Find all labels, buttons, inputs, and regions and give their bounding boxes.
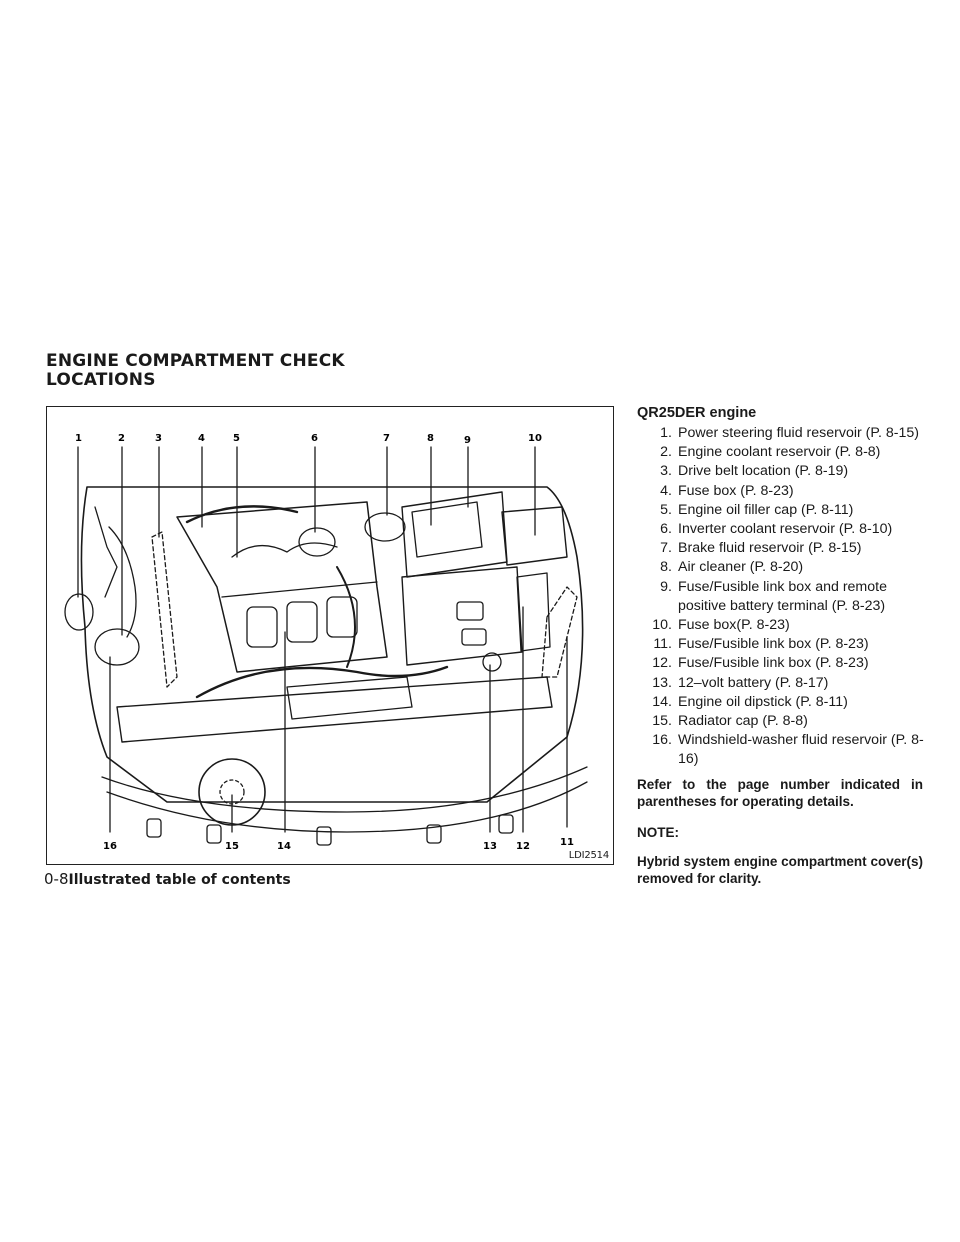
legend-item: 12. Fuse/Fusible link box (P. 8-23)	[636, 654, 926, 673]
legend-item-text: Engine oil dipstick (P. 8-11)	[678, 693, 848, 710]
callout-9: 9	[464, 435, 471, 446]
legend-item-number: 4.	[660, 482, 672, 499]
legend-item-number: 11.	[653, 636, 672, 653]
legend-item-number: 9.	[660, 578, 672, 595]
page-number: 0-8	[44, 870, 69, 888]
legend-item: 7. Brake fluid reservoir (P. 8-15)	[636, 539, 926, 558]
legend-item-text: Inverter coolant reservoir (P. 8-10)	[678, 521, 893, 538]
legend-item-text: Windshield-washer fluid reservoir (P. 8-…	[678, 732, 924, 768]
legend-item: 13. 12–volt battery (P. 8-17)	[636, 674, 926, 693]
callout-3: 3	[155, 433, 162, 444]
callout-16: 16	[103, 841, 117, 852]
legend-item-text: Engine coolant reservoir (P. 8-8)	[678, 444, 881, 461]
legend-item: 3. Drive belt location (P. 8-19)	[636, 462, 926, 481]
legend-item-number: 14.	[652, 693, 672, 710]
legend-item-number: 15.	[652, 713, 672, 730]
legend-list: 1. Power steering fluid reservoir (P. 8-1…	[636, 424, 926, 770]
section-title-line-2: LOCATIONS	[46, 370, 156, 390]
legend-item-number: 10.	[652, 617, 672, 634]
legend-item-text: Power steering fluid reservoir (P. 8-15)	[678, 425, 920, 441]
legend-item-text: Radiator cap (P. 8-8)	[678, 713, 808, 730]
legend-item-text: Fuse box (P. 8-23)	[678, 482, 794, 499]
page-footer: 0-8Illustrated table of contents	[44, 870, 291, 888]
callout-12: 12	[516, 841, 530, 852]
callout-6: 6	[311, 433, 318, 444]
legend-item: 11. Fuse/Fusible link box (P. 8-23)	[636, 635, 926, 654]
callout-14: 14	[277, 841, 291, 852]
legend-item-number: 7.	[660, 540, 672, 557]
legend-item: 4. Fuse box (P. 8-23)	[636, 482, 926, 501]
figure-code: LDI2514	[568, 850, 609, 861]
callout-10: 10	[528, 433, 542, 444]
legend-item-number: 8.	[660, 559, 672, 576]
legend-item-number: 16.	[652, 732, 672, 749]
callout-1: 1	[75, 433, 82, 444]
legend-item-text: 12–volt battery (P. 8-17)	[678, 674, 829, 691]
callout-13: 13	[483, 841, 497, 852]
note-label: NOTE:	[637, 824, 679, 840]
legend-item-text: Air cleaner (P. 8-20)	[678, 559, 804, 576]
callout-labels: 1 2 3 4 5 6 7 8 9 10 16 15 14 13 12 11	[75, 433, 574, 852]
legend-item: 2. Engine coolant reservoir (P. 8-8)	[636, 443, 926, 462]
section-title-line-1: ENGINE COMPARTMENT CHECK	[46, 351, 345, 371]
engine-illustration	[64, 446, 588, 846]
section-title: ENGINE COMPARTMENT CHECK LOCATIONS	[46, 352, 345, 390]
legend-item-text: Fuse/Fusible link box (P. 8-23)	[678, 655, 869, 672]
legend-item: 16. Windshield-washer fluid reservoir (P.…	[636, 731, 926, 769]
callout-5: 5	[233, 433, 240, 444]
legend-item-text: Fuse box(P. 8-23)	[678, 617, 790, 634]
callout-4: 4	[198, 433, 205, 444]
legend-item-number: 3.	[660, 463, 672, 480]
legend-item: 8. Air cleaner (P. 8-20)	[636, 558, 926, 577]
note-text: Hybrid system engine compartment cover(s…	[637, 853, 923, 886]
refer-note: Refer to the page number indicated in pa…	[637, 776, 923, 809]
legend-item-number: 13.	[652, 674, 672, 691]
legend-item-text: Drive belt location (P. 8-19)	[678, 463, 849, 480]
callout-7: 7	[383, 433, 390, 444]
callout-8: 8	[427, 433, 434, 444]
legend-item-number: 5.	[660, 501, 672, 518]
legend-item: 9. Fuse/Fusible link box and remote posit…	[636, 578, 926, 616]
legend-item: 5. Engine oil filler cap (P. 8-11)	[636, 501, 926, 520]
legend-item-number: 6.	[660, 521, 672, 538]
legend-item-text: Engine oil filler cap (P. 8-11)	[678, 501, 854, 518]
legend-item: 6. Inverter coolant reservoir (P. 8-10)	[636, 520, 926, 539]
engine-title: QR25DER engine	[637, 405, 757, 421]
legend-item-text: Fuse/Fusible link box and remote positiv…	[678, 578, 887, 614]
legend-item-text: Fuse/Fusible link box (P. 8-23)	[678, 636, 869, 653]
legend-item: 14. Engine oil dipstick (P. 8-11)	[636, 693, 926, 712]
legend-item: 10. Fuse box(P. 8-23)	[636, 616, 926, 635]
legend-item: 15. Radiator cap (P. 8-8)	[636, 712, 926, 731]
legend-item-number: 1.	[660, 425, 672, 441]
callout-11: 11	[560, 837, 574, 848]
legend-item-number: 12.	[652, 655, 672, 672]
callout-2: 2	[118, 433, 125, 444]
legend-item: 1. Power steering fluid reservoir (P. 8-1…	[636, 424, 926, 443]
engine-compartment-figure: 1 2 3 4 5 6 7 8 9 10 16 15 14 13 12 11 L…	[46, 406, 614, 865]
legend-item-text: Brake fluid reservoir (P. 8-15)	[678, 540, 862, 557]
legend-item-number: 2.	[660, 444, 672, 461]
footer-title: Illustrated table of contents	[68, 872, 291, 888]
callout-15: 15	[225, 841, 239, 852]
